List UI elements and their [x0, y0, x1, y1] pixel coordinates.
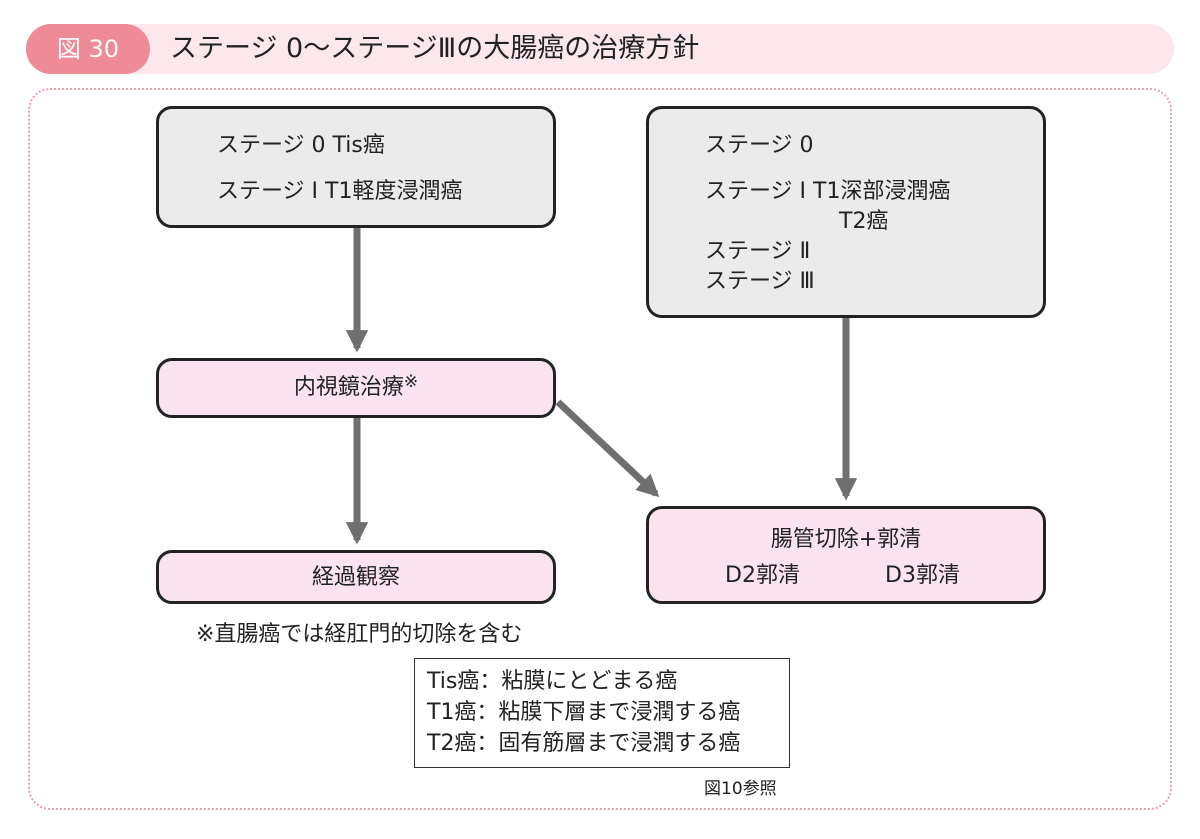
surgery-box: 腸管切除+郭清 D2郭清 D3郭清 [646, 506, 1046, 604]
figure-title: ステージ 0〜ステージⅢの大腸癌の治療方針 [170, 33, 700, 64]
surgery-label: 腸管切除+郭清 [770, 527, 922, 552]
legend-row-t1: T1癌：粘膜下層まで浸潤する癌 [427, 700, 741, 725]
d3-dissection-label: D3郭清 [885, 563, 960, 588]
footnote-mark: ※ [403, 372, 419, 392]
stage-early-box: ステージ 0 Tis癌 ステージ Ⅰ T1軽度浸潤癌 [156, 106, 556, 228]
arrow-endoscopy-to-surgery [555, 399, 660, 498]
figure-header: 図 30 ステージ 0〜ステージⅢの大腸癌の治療方針 [26, 24, 1174, 74]
t2-cancer-text: T2癌 [839, 209, 889, 234]
diagram-frame [28, 88, 1172, 810]
footnote: ※直腸癌では経肛門的切除を含む [196, 622, 523, 647]
figure-number-badge: 図 30 [26, 24, 150, 74]
stage3-text: ステージ Ⅲ [705, 269, 815, 294]
observation-label: 経過観察 [311, 565, 400, 590]
endoscopic-treatment-box: 内視鏡治療※ [156, 358, 556, 418]
stage2-text: ステージ Ⅱ [705, 239, 811, 264]
legend-row-tis: Tis癌：粘膜にとどまる癌 [427, 669, 678, 694]
endoscopic-treatment-label: 内視鏡治療※ [293, 372, 419, 400]
legend-row-t2: T2癌：固有筋層まで浸潤する癌 [427, 731, 741, 756]
stage1-t1-mild-text: ステージ Ⅰ T1軽度浸潤癌 [217, 179, 463, 204]
observation-box: 経過観察 [156, 550, 556, 604]
figure-reference: 図10参照 [704, 779, 777, 799]
d2-dissection-label: D2郭清 [725, 563, 800, 588]
stage0-text: ステージ 0 [705, 133, 814, 158]
definitions-legend: Tis癌：粘膜にとどまる癌 T1癌：粘膜下層まで浸潤する癌 T2癌：固有筋層まで… [414, 658, 790, 768]
stage-advanced-box: ステージ 0 ステージ Ⅰ T1深部浸潤癌 T2癌 ステージ Ⅱ ステージ Ⅲ [646, 106, 1046, 318]
stage0-tis-text: ステージ 0 Tis癌 [217, 133, 385, 158]
stage1-t1-deep-text: ステージ Ⅰ T1深部浸潤癌 [705, 179, 951, 204]
